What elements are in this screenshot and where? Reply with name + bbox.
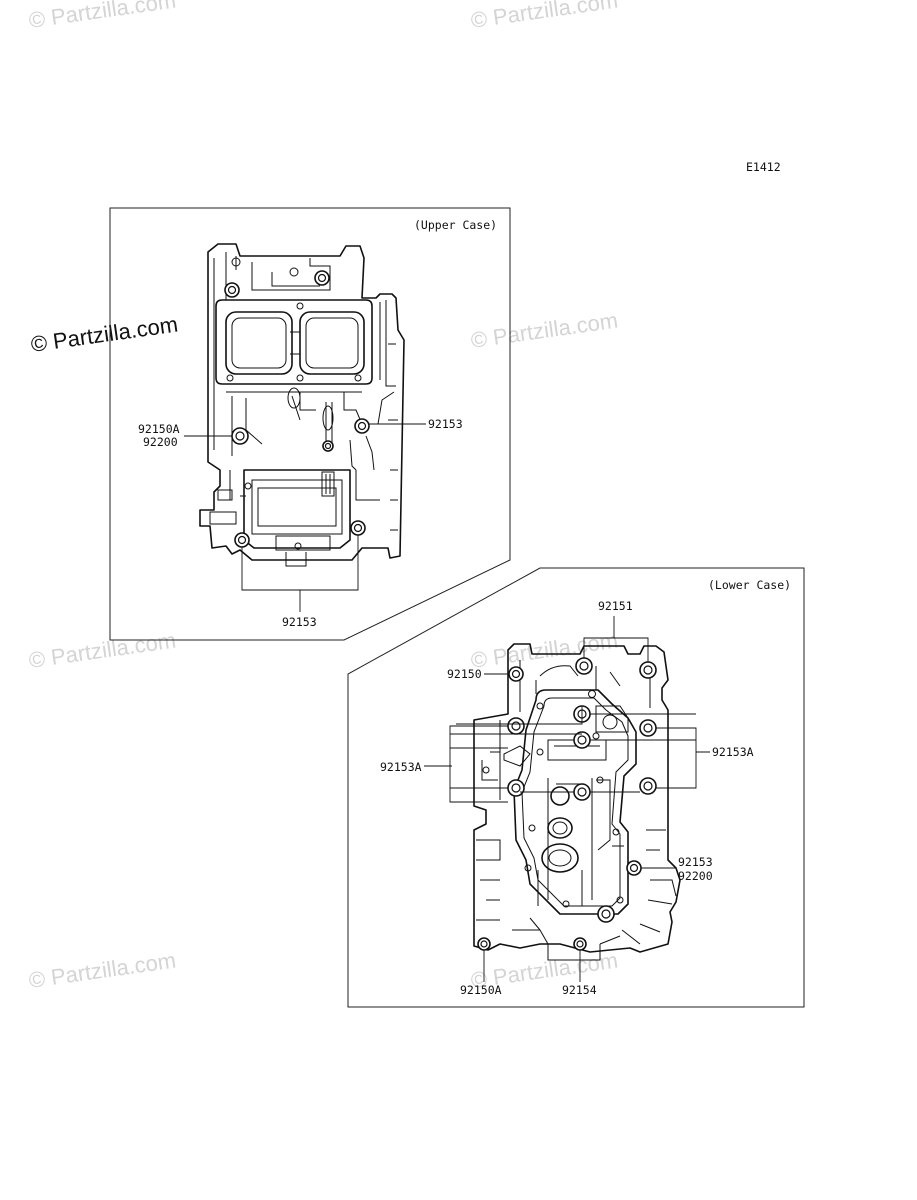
watermark-dark: © Partzilla.com bbox=[29, 312, 179, 357]
upper-case-leaders bbox=[184, 423, 426, 612]
watermark: © Partzilla.com bbox=[27, 0, 177, 33]
watermark: © Partzilla.com bbox=[469, 0, 619, 33]
lower-case-panel: (Lower Case) bbox=[347, 567, 805, 1008]
upper-case-panel: (Upper Case) bbox=[109, 207, 511, 641]
watermark: © Partzilla.com bbox=[469, 628, 619, 673]
upper-case-title: (Upper Case) bbox=[414, 218, 497, 232]
watermark: © Partzilla.com bbox=[469, 308, 619, 353]
callout-label: 92151 bbox=[598, 599, 633, 613]
callout-label: 92150 bbox=[447, 667, 482, 681]
diagram-code: E1412 bbox=[746, 160, 781, 174]
callout-label: 92153 bbox=[282, 615, 317, 629]
callout-label: 92153 bbox=[428, 417, 463, 431]
upper-case-frame bbox=[109, 207, 511, 641]
lower-case-frame bbox=[347, 567, 805, 1008]
lower-crankcase-drawing bbox=[473, 643, 681, 961]
upper-case-bolts bbox=[224, 270, 370, 548]
lower-case-leaders bbox=[424, 616, 710, 982]
lower-case-title: (Lower Case) bbox=[708, 578, 791, 592]
callout-label: 92153A bbox=[380, 760, 422, 774]
watermark: © Partzilla.com bbox=[27, 628, 177, 673]
callout-label: 92150A bbox=[138, 422, 180, 436]
callout-label: 92153A bbox=[712, 745, 754, 759]
callout-label: 92150A bbox=[460, 983, 502, 997]
callout-label: 92200 bbox=[678, 869, 713, 883]
callout-label: 92153 bbox=[678, 855, 713, 869]
watermark: © Partzilla.com bbox=[27, 948, 177, 993]
callout-label: 92200 bbox=[143, 435, 178, 449]
callout-label: 92154 bbox=[562, 983, 597, 997]
